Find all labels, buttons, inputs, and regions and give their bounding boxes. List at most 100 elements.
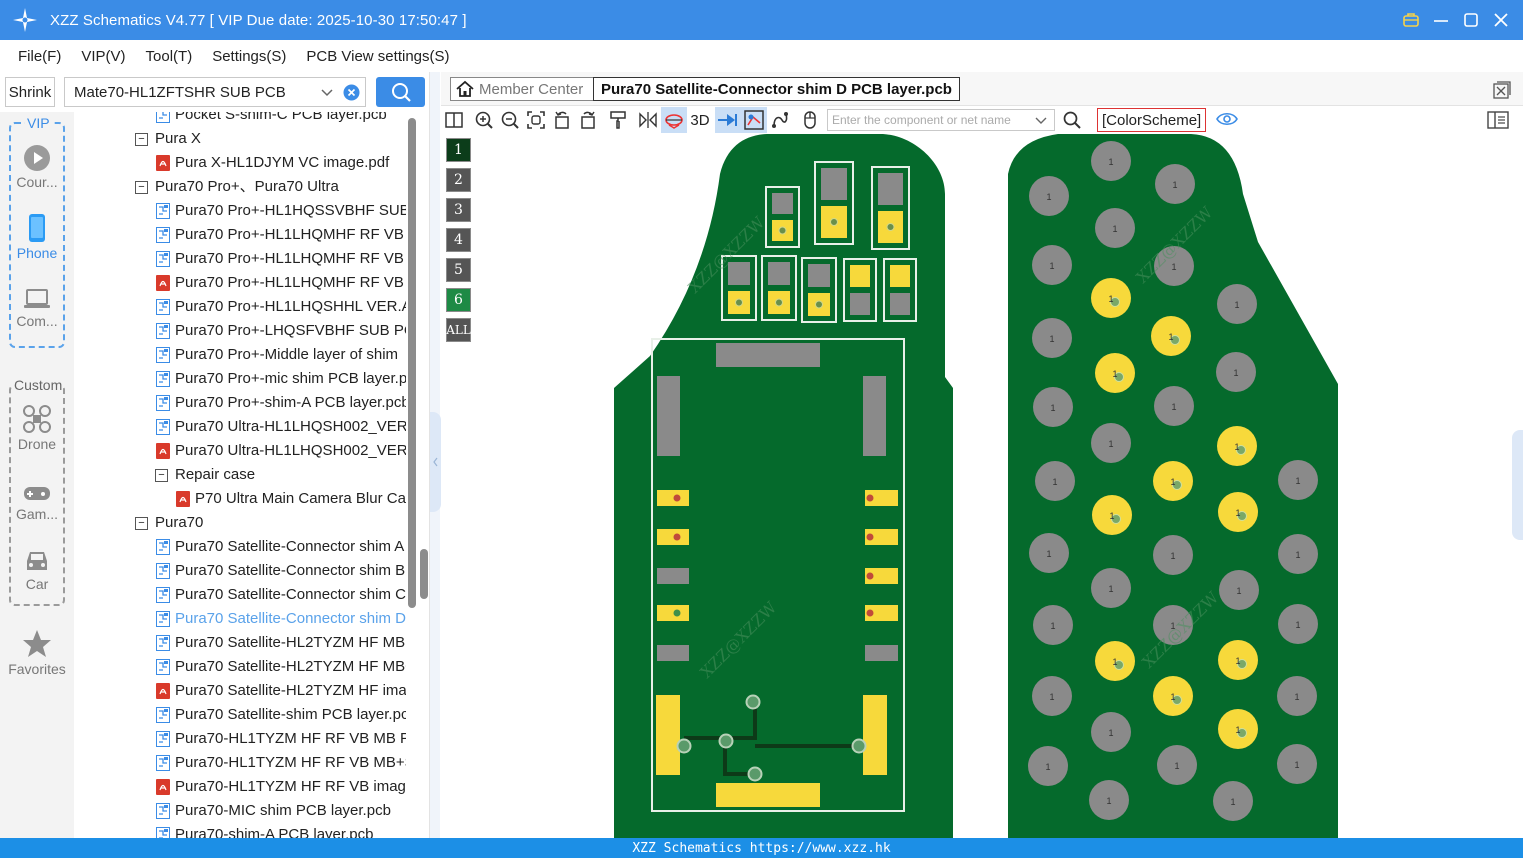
menu-pcb-view-settings[interactable]: PCB View settings(S) bbox=[306, 47, 450, 65]
layer-4-button[interactable]: 4 bbox=[446, 228, 471, 252]
layer-3-button[interactable]: 3 bbox=[446, 198, 471, 222]
layer-6-button[interactable]: 6 bbox=[446, 288, 471, 312]
category-car[interactable]: Car bbox=[0, 546, 74, 592]
tree-file[interactable]: P70 Ultra Main Camera Blur Cas bbox=[176, 487, 406, 511]
mouse-mode-button[interactable] bbox=[797, 107, 823, 133]
minimize-button[interactable] bbox=[1431, 10, 1451, 30]
tree-file[interactable]: Pura70 Satellite-HL2TYZM HF MB F bbox=[156, 631, 406, 655]
tree-file[interactable]: Pura70 Satellite-HL2TYZM HF MB+ bbox=[156, 655, 406, 679]
tree-file[interactable]: Pura70 Ultra-HL1LHQSH002_VER.B bbox=[156, 439, 406, 463]
tree-file[interactable]: Pura70 Satellite-HL2TYZM HF imag bbox=[156, 679, 406, 703]
3d-view-button[interactable]: 3D bbox=[690, 111, 710, 129]
tree-file[interactable]: Pura70-HL1TYZM HF RF VB MB PC bbox=[156, 727, 406, 751]
split-view-button[interactable] bbox=[441, 107, 467, 133]
tree-file[interactable]: Pura X-HL1DJYM VC image.pdf bbox=[156, 151, 389, 175]
collapse-toggle-icon[interactable]: − bbox=[135, 180, 148, 194]
tree-folder[interactable]: −Pura X bbox=[135, 127, 201, 151]
side-pad bbox=[657, 529, 689, 545]
component-search-button[interactable] bbox=[1059, 107, 1085, 133]
close-button[interactable] bbox=[1491, 10, 1511, 30]
flip-board-button[interactable] bbox=[661, 107, 687, 133]
close-tabs-icon[interactable] bbox=[1493, 81, 1511, 102]
component-search-placeholder: Enter the component or net name bbox=[832, 113, 1011, 127]
collapse-handle[interactable] bbox=[430, 412, 441, 512]
search-button[interactable] bbox=[376, 77, 425, 107]
collapse-toggle-icon[interactable]: − bbox=[155, 468, 168, 482]
search-input[interactable]: Mate70-HL1ZFTSHR SUB PCB bbox=[64, 77, 366, 107]
tree-file[interactable]: Pura70 Pro+-HL1LHQMHF RF VB M bbox=[156, 247, 406, 271]
menu-settings[interactable]: Settings(S) bbox=[212, 47, 287, 65]
pin-pad: 1 bbox=[1153, 535, 1193, 575]
category-game[interactable]: Gam... bbox=[0, 482, 74, 522]
tree-file[interactable]: Pura70 Pro+-HL1HQSSVBHF SUB P bbox=[156, 199, 406, 223]
menu-file[interactable]: File(F) bbox=[18, 47, 62, 65]
mirror-button[interactable] bbox=[635, 107, 661, 133]
tree-file[interactable]: Pura70 Satellite-Connector shim C bbox=[156, 583, 406, 607]
shrink-button[interactable]: Shrink bbox=[5, 77, 55, 107]
collapse-toggle-icon[interactable]: − bbox=[135, 516, 148, 530]
layer-1-button[interactable]: 1 bbox=[446, 138, 471, 162]
tree-file[interactable]: Pura70 Ultra-HL1LHQSH002_VER.B bbox=[156, 415, 406, 439]
tree-file[interactable]: Pura70 Satellite-Connector shim B bbox=[156, 559, 405, 583]
scrollbar-thumb[interactable] bbox=[408, 118, 416, 608]
visibility-button[interactable] bbox=[1216, 111, 1239, 130]
right-panel-handle[interactable] bbox=[1512, 430, 1523, 540]
maximize-button[interactable] bbox=[1461, 10, 1481, 30]
trace-route-button[interactable] bbox=[767, 107, 793, 133]
pane-splitter[interactable] bbox=[429, 72, 441, 838]
tree-item-label: Pura70 Ultra-HL1LHQSH002_VER.B bbox=[175, 418, 406, 435]
tree-file[interactable]: Pura70 Pro+-HL1LHQMHF RF VB ir bbox=[156, 271, 406, 295]
net-view-button[interactable] bbox=[741, 107, 767, 133]
tree-folder[interactable]: −Pura70 Pro+、Pura70 Ultra bbox=[135, 175, 339, 199]
net-highlight-button[interactable] bbox=[715, 107, 741, 133]
chevron-down-icon[interactable] bbox=[319, 84, 335, 104]
menu-tool[interactable]: Tool(T) bbox=[145, 47, 193, 65]
vip-bag-icon[interactable] bbox=[1401, 10, 1421, 30]
rotate-left-button[interactable] bbox=[549, 107, 575, 133]
tree-file[interactable]: Pura70-HL1TYZM HF RF VB MB+SU bbox=[156, 751, 406, 775]
tree-file[interactable]: Pura70 Pro+-Middle layer of shim bbox=[156, 343, 398, 367]
category-computer[interactable]: Com... bbox=[0, 287, 74, 329]
layer-5-button[interactable]: 5 bbox=[446, 258, 471, 282]
format-painter-button[interactable] bbox=[605, 107, 631, 133]
tree-folder[interactable]: −Repair case bbox=[155, 463, 255, 487]
category-phone[interactable]: Phone bbox=[0, 213, 74, 261]
rotate-right-button[interactable] bbox=[575, 107, 601, 133]
tree-file[interactable]: Pura70 Pro+-shim-A PCB layer.pcb bbox=[156, 391, 406, 415]
tree-file[interactable]: Pura70-shim-A PCB layer.pcb bbox=[156, 823, 373, 838]
tree-folder[interactable]: −Pura70 bbox=[135, 511, 203, 535]
via bbox=[866, 609, 874, 617]
chevron-down-icon[interactable] bbox=[1034, 114, 1048, 131]
tab-member-center[interactable]: Member Center bbox=[450, 77, 600, 101]
tree-file[interactable]: Pura70 Satellite-Connector shim A bbox=[156, 535, 404, 559]
menu-vip[interactable]: VIP(V) bbox=[81, 47, 126, 65]
pin-pad: 1 bbox=[1277, 676, 1317, 716]
layer-2-button[interactable]: 2 bbox=[446, 168, 471, 192]
collapse-toggle-icon[interactable]: − bbox=[135, 132, 148, 146]
tree-file[interactable]: Pura70 Satellite-Connector shim D bbox=[156, 607, 406, 631]
fit-view-button[interactable] bbox=[523, 107, 549, 133]
side-panel-toggle-icon[interactable] bbox=[1487, 111, 1509, 132]
tree-file[interactable]: Pocket S-shim-C PCB layer.pcb bbox=[156, 112, 387, 127]
scrollbar-thumb-secondary[interactable] bbox=[420, 549, 428, 599]
tree-file[interactable]: Pura70-HL1TYZM HF RF VB image. bbox=[156, 775, 406, 799]
zoom-out-button[interactable] bbox=[497, 107, 523, 133]
zoom-in-button[interactable] bbox=[471, 107, 497, 133]
tree-file[interactable]: Pura70 Pro+-HL1LHQSHHL VER.A S bbox=[156, 295, 406, 319]
tree-file[interactable]: Pura70 Satellite-shim PCB layer.pcl bbox=[156, 703, 406, 727]
layer-all-button[interactable]: ALL bbox=[446, 318, 471, 342]
clear-icon[interactable] bbox=[343, 84, 360, 105]
tree-file[interactable]: Pura70 Pro+-mic shim PCB layer.pc bbox=[156, 367, 406, 391]
tree-file[interactable]: Pura70-MIC shim PCB layer.pcb bbox=[156, 799, 391, 823]
tree-file[interactable]: Pura70 Pro+-LHQSFVBHF SUB PCB bbox=[156, 319, 406, 343]
category-favorites[interactable]: Favorites bbox=[0, 629, 74, 677]
file-tree-scrollbar[interactable] bbox=[408, 112, 428, 838]
category-course[interactable]: Cour... bbox=[0, 144, 74, 190]
tab-active-file[interactable]: Pura70 Satellite-Connector shim D PCB la… bbox=[593, 77, 960, 101]
color-scheme-button[interactable]: [ColorScheme] bbox=[1097, 108, 1207, 132]
category-drone[interactable]: Drone bbox=[0, 404, 74, 452]
tree-file[interactable]: Pura70 Pro+-HL1LHQMHF RF VB M bbox=[156, 223, 406, 247]
component-search-input[interactable]: Enter the component or net name bbox=[827, 109, 1055, 131]
